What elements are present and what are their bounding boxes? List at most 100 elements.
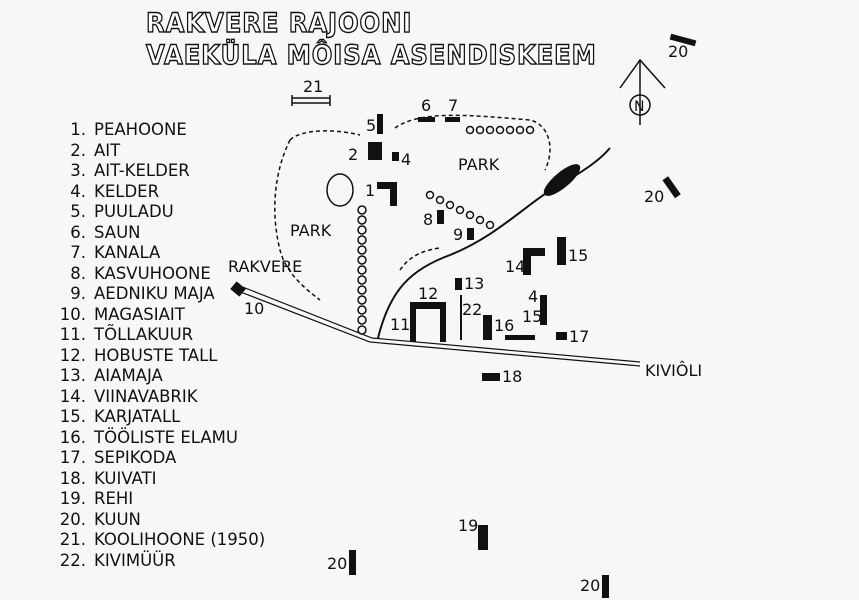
- legend-label: KELDER: [94, 181, 160, 201]
- building-13-aiamaja: [455, 278, 462, 290]
- legend-item: 12.HOBUSTE TALL: [52, 346, 265, 367]
- legend-item: 14.VIINAVABRIK: [52, 387, 265, 408]
- legend-number: 11.: [59, 325, 86, 344]
- building-number: 3: [369, 146, 377, 161]
- building-number: 19: [458, 516, 478, 535]
- building-number: 20: [580, 576, 600, 595]
- legend-number: 21.: [59, 530, 86, 549]
- building-number: 20: [644, 187, 664, 206]
- building-15-karjatall-2: [540, 295, 547, 325]
- legend-number: 17.: [59, 448, 86, 467]
- legend-label: MAGASIAIT: [94, 304, 185, 324]
- building-number: 17: [569, 327, 589, 346]
- legend-item: 18.KUIVATI: [52, 469, 265, 490]
- legend-number: 22.: [59, 550, 86, 570]
- legend-label: AIT-KELDER: [94, 161, 190, 180]
- legend-item: 4.KELDER: [52, 182, 265, 203]
- road: [237, 290, 641, 367]
- legend-number: 20.: [59, 509, 86, 529]
- legend-number: 13.: [59, 366, 86, 385]
- river: [377, 147, 611, 339]
- pond: [543, 164, 581, 196]
- legend-item: 8.KASVUHOONE: [52, 264, 265, 285]
- legend-number: 6.: [70, 222, 86, 242]
- park-east-border: [394, 114, 551, 271]
- legend-label: KUUN: [94, 509, 141, 529]
- park-label: PARK: [458, 155, 500, 174]
- legend-item: 15.KARJATALL: [52, 407, 265, 428]
- building-number: 1: [365, 181, 375, 200]
- legend-number: 9.: [70, 284, 86, 303]
- building-number: 22: [462, 300, 482, 319]
- building-number: 5: [366, 116, 376, 135]
- park-label: PARK: [290, 221, 332, 240]
- legend-label: REHI: [94, 489, 134, 508]
- building-4-kelder: [392, 152, 399, 161]
- road-label-kivioli: KIVIÔLI: [645, 361, 702, 380]
- legend-item: 6. SAUN: [52, 223, 265, 244]
- legend-label: AIT: [94, 140, 121, 160]
- building-number: 16: [494, 316, 514, 335]
- building-3-ait-kelder: [368, 142, 382, 160]
- north-label: N: [634, 99, 644, 115]
- legend-item: 3.AIT-KELDER: [52, 161, 265, 182]
- building-7-kanala: [445, 117, 460, 122]
- tree-rows: [357, 125, 535, 335]
- building-16-tooliste-elamu: [483, 315, 492, 340]
- building-11-tollakuur: [410, 302, 446, 342]
- legend-number: 8.: [70, 263, 86, 283]
- building-number: 14: [505, 257, 525, 276]
- legend-item: 16.TÖÖLISTE ELAMU: [52, 428, 265, 449]
- map-title-line1: RAKVERE RAJOONI: [145, 7, 413, 39]
- map-title-line2: VAEKÜLA MÔISA ASENDISKEEM: [145, 39, 597, 71]
- building-number: 20: [327, 554, 347, 573]
- building-number: 11: [390, 315, 410, 334]
- legend-label: AIAMAJA: [94, 366, 163, 385]
- legend-item: 13. AIAMAJA: [52, 366, 265, 387]
- buildings: [230, 33, 697, 598]
- legend-item: 9.AEDNIKU MAJA: [52, 284, 265, 305]
- legend-label: KARJATALL: [94, 407, 181, 426]
- legend-number: 7.: [70, 243, 86, 262]
- legend-label: KUIVATI: [94, 468, 157, 488]
- legend-number: 2.: [70, 140, 86, 160]
- legend-label: KIVIMÜÜR: [94, 550, 176, 570]
- legend-label: SEPIKODA: [94, 448, 177, 467]
- building-number: 8: [423, 210, 433, 229]
- legend-item: 19.REHI: [52, 489, 265, 510]
- building-1-peahoone: [377, 182, 397, 189]
- building-5-puuladu: [377, 114, 383, 134]
- legend-number: 16.: [59, 427, 86, 447]
- legend-label: TÕLLAKUUR: [94, 325, 194, 344]
- legend-label: KANALA: [94, 243, 161, 262]
- legend-number: 12.: [59, 345, 86, 365]
- building-number: 6: [421, 96, 431, 115]
- legend-number: 5.: [70, 202, 86, 221]
- building-number: 20: [668, 42, 688, 61]
- legend-item: 17. SEPIKODA: [52, 448, 265, 469]
- legend-item: 21.KOOLIHOONE (1950): [52, 530, 265, 551]
- north-arrow-icon: [619, 58, 666, 125]
- legend-number: 1.: [70, 120, 86, 139]
- building-number: 12: [418, 284, 438, 303]
- building-number: 4: [401, 150, 411, 169]
- building-10-magasiait: [230, 281, 246, 297]
- building-number: 4: [528, 287, 538, 306]
- building-number: 13: [464, 274, 484, 293]
- building-number: 2: [348, 145, 358, 164]
- building-18-kuivati: [482, 373, 500, 381]
- building-number: 9: [453, 225, 463, 244]
- building-20-kuun: [349, 550, 356, 575]
- legend-label: SAUN: [94, 222, 141, 242]
- building-number: 10: [244, 299, 264, 318]
- road-label-rakvere: RAKVERE: [228, 257, 302, 276]
- building-number: 15: [522, 307, 542, 326]
- legend-number: 14.: [59, 386, 86, 406]
- building-9-aedniku-maja: [467, 228, 474, 240]
- building-number: 21: [303, 77, 323, 96]
- legend-item: 22. KIVIMÜÜR: [52, 551, 265, 572]
- legend-number: 10.: [59, 304, 86, 324]
- map-labels: PARK PARK RAKVERE KIVIÔLI N 1 2 3 4 4 5 …: [228, 42, 702, 595]
- legend-item: 10. MAGASIAIT: [52, 305, 265, 326]
